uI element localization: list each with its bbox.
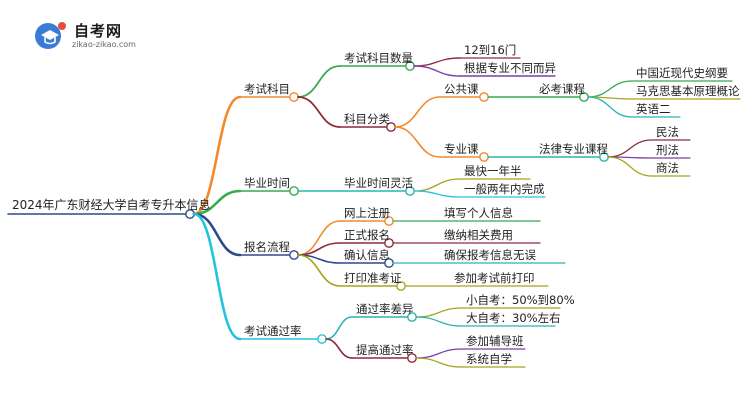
node-label-bysjlh-a: 最快一年半 (464, 164, 522, 178)
node-label-flzy-c: 商法 (656, 161, 679, 175)
node-label-kskm-sl-a: 12到16门 (464, 43, 517, 57)
branch-kstgl-cy (325, 316, 353, 340)
branch-tg-a (415, 348, 463, 359)
branch-bmlc-dyzkz (297, 254, 341, 287)
node-label-wszc-a: 填写个人信息 (444, 206, 513, 220)
node-label-qrxx-a: 确保报考信息无误 (444, 248, 536, 262)
branch-kskm-sl (297, 65, 341, 98)
node-label-kmfl: 科目分类 (344, 112, 390, 126)
site-logo[interactable]: 自考网 zikao-zikao.com (32, 18, 142, 52)
node-label-bkkc: 必考课程 (539, 82, 585, 96)
expand-knob-ggk[interactable] (479, 92, 489, 102)
expand-knob-kstgl[interactable] (317, 334, 327, 344)
node-label-zsbm-a: 缴纳相关费用 (444, 228, 513, 242)
node-label-dyzkz-a: 参加考试前打印 (454, 271, 535, 285)
branch-bkkc-c (587, 96, 633, 118)
node-label-wszc: 网上注册 (344, 206, 390, 220)
node-label-flzy: 法律专业课程 (539, 142, 608, 156)
node-label-bysjlh-b: 一般两年内完成 (464, 182, 545, 196)
branch-root-bysj (192, 189, 242, 216)
node-label-bkkc-a: 中国近现代史纲要 (636, 66, 728, 80)
branch-root-kstgl (192, 212, 242, 341)
expand-knob-bmlc[interactable] (289, 250, 299, 260)
branch-lh-a (413, 178, 461, 192)
expand-knob-kskm[interactable] (289, 92, 299, 102)
node-label-tglcy: 通过率差异 (356, 302, 414, 316)
branch-cy-b (415, 316, 463, 327)
node-label-zsbm: 正式报名 (344, 228, 390, 242)
node-label-bysj: 毕业时间 (244, 176, 290, 190)
branch-lh-b (413, 190, 461, 198)
graduation-cap-icon (35, 22, 66, 49)
node-label-zyk: 专业课 (444, 142, 479, 156)
branch-root-bmlc (192, 212, 242, 257)
node-label-qrxx: 确认信息 (344, 248, 390, 262)
node-label-tglcy-b: 大自考：30%左右 (466, 311, 561, 325)
branch-flzy-c (607, 156, 653, 177)
node-label-flzy-b: 刑法 (656, 143, 679, 157)
node-label-bysjlh: 毕业时间灵活 (344, 176, 413, 190)
node-label-dyzkz: 打印准考证 (344, 271, 402, 285)
node-label-kskm-sl-b: 根据专业不同而异 (464, 61, 556, 75)
node-label-kskm-sl: 考试科目数量 (344, 51, 413, 65)
branch-kstgl-tg (325, 338, 353, 359)
node-label-kstgl: 考试通过率 (244, 324, 302, 338)
branch-kmfl-ggk (394, 96, 441, 128)
branch-bkkc-a (587, 80, 633, 98)
branch-flzy-a (607, 139, 653, 158)
node-label-tgtgl-b: 系统自学 (466, 352, 512, 366)
node-label-bmlc: 报名流程 (244, 240, 290, 254)
expand-knob-zyk[interactable] (479, 152, 489, 162)
branch-sl-b (413, 65, 461, 77)
branch-cy-a (415, 307, 463, 318)
branch-root-kskm (192, 95, 242, 216)
branch-kskm-kmfl (297, 96, 341, 128)
logo-url: zikao-zikao.com (72, 40, 136, 49)
node-label-tgtgl-a: 参加辅导班 (466, 334, 524, 348)
node-label-tgtgl: 提高通过率 (356, 343, 414, 357)
node-label-tglcy-a: 小自考：50%到80% (466, 293, 575, 307)
node-label-ggk: 公共课 (444, 82, 479, 96)
logo-name: 自考网 (74, 22, 123, 40)
branch-tg-b (415, 357, 463, 368)
expand-knob-bysj[interactable] (289, 186, 299, 196)
branch-sl-a (413, 57, 461, 67)
root-label: 2024年广东财经大学自考专升本信息 (12, 198, 211, 212)
node-label-kskm: 考试科目 (244, 82, 290, 96)
branch-kmfl-zyk (394, 126, 441, 158)
node-label-flzy-a: 民法 (656, 125, 679, 139)
node-label-bkkc-b: 马克思基本原理概论 (636, 84, 740, 98)
node-label-bkkc-c: 英语二 (636, 102, 671, 116)
